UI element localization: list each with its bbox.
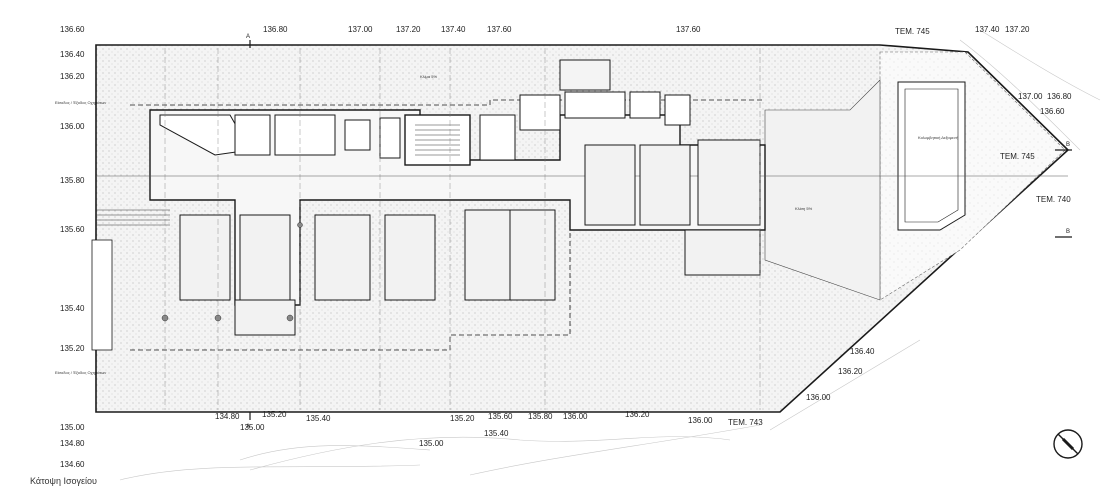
elevations-right: 137.00 136.80 136.60 [1018,92,1072,116]
ramp-label: Κλίση 5% [795,206,813,211]
section-markers: Α Α Β Β [246,34,1072,430]
ramp-area [764,79,881,301]
elevation-label: 136.00 [563,412,588,421]
elevation-label: 137.40 [975,25,1000,34]
columns [161,222,303,322]
parking-spaces [179,139,761,336]
tem-740: ΤΕΜ. 740 [1036,195,1071,204]
elevation-label: 135.80 [60,176,85,185]
entrance-label-upper: Είσοδος / Έξοδος Οχημάτων [55,100,106,105]
service-rooms [159,59,691,161]
elevation-label: 134.80 [215,412,240,421]
elevation-label: 135.20 [60,344,85,353]
elevation-label: 136.00 [60,122,85,131]
elevations-left: 136.60 136.40 136.20 136.00 135.80 135.6… [60,25,85,469]
elevation-label: 137.20 [1005,25,1030,34]
elevation-label: 136.20 [838,367,863,376]
elevation-label: 137.60 [676,25,701,34]
elevation-label: 135.60 [60,225,85,234]
elevations-bottom: 134.80 135.20 135.00 135.40 135.20 135.6… [215,410,713,448]
entrance-label-lower: Είσοδος / Έξοδος Οχημάτων [55,370,106,375]
svg-text:Β: Β [1066,142,1070,148]
elevation-label: 137.20 [396,25,421,34]
tem-745-right: ΤΕΜ. 745 [1000,152,1035,161]
elevation-label: 136.80 [1047,92,1072,101]
north-arrow-icon [1053,429,1083,459]
elevation-label: 135.60 [488,412,513,421]
svg-text:Α: Α [246,34,250,40]
elevation-label: 135.20 [262,410,287,419]
elevation-label: 137.60 [487,25,512,34]
elevation-label: 136.20 [625,410,650,419]
elevation-label: 134.60 [60,460,85,469]
elevation-label: 137.00 [1018,92,1043,101]
drawing-caption: Κάτοψη Ισογείου [30,476,97,486]
tem-745-top: ΤΕΜ. 745 [895,27,930,36]
elevation-label: 136.60 [60,25,85,34]
elevation-label: 135.80 [528,412,553,421]
storage-label: Κλίμα 5% [420,74,438,79]
elevation-label: 135.40 [484,429,509,438]
section-marker-a-bottom: Α [246,412,251,430]
driveway-lines [91,209,170,351]
elevation-label: 136.00 [806,393,831,402]
contour-lines [119,29,1101,481]
elevation-label: 137.40 [441,25,466,34]
elevation-label: 135.40 [306,414,331,423]
elevation-label: 136.80 [263,25,288,34]
elevation-label: 136.40 [850,347,875,356]
elevation-label: 135.00 [419,439,444,448]
elevation-label: 134.80 [60,439,85,448]
elevation-label: 136.20 [60,72,85,81]
elevation-label: 136.00 [688,416,713,425]
elevation-label: 135.20 [450,414,475,423]
elevation-label: 137.00 [348,25,373,34]
elevation-label: 136.40 [60,50,85,59]
elevation-label: 135.00 [60,423,85,432]
elevation-label: 136.60 [1040,107,1065,116]
stair-block [344,114,471,166]
svg-text:Α: Α [246,424,250,430]
tem-743: ΤΕΜ. 743 [728,418,763,427]
elevation-label: 135.40 [60,304,85,313]
swimming-pool [897,81,966,231]
elevation-label: 135.00 [240,423,265,432]
pool-label: Κολυμβητική Δεξαμενή [918,135,958,140]
elevations-diagonal: 136.40 136.20 136.00 [806,347,875,402]
section-marker-b-lower: Β [1055,229,1072,238]
svg-text:Β: Β [1066,229,1070,235]
elevations-top: 136.80 137.00 137.20 137.40 137.60 137.6… [263,25,1030,34]
structural-grid [164,48,761,410]
section-marker-a-top: Α [246,34,251,48]
section-marker-b-right: Β [1055,142,1072,151]
